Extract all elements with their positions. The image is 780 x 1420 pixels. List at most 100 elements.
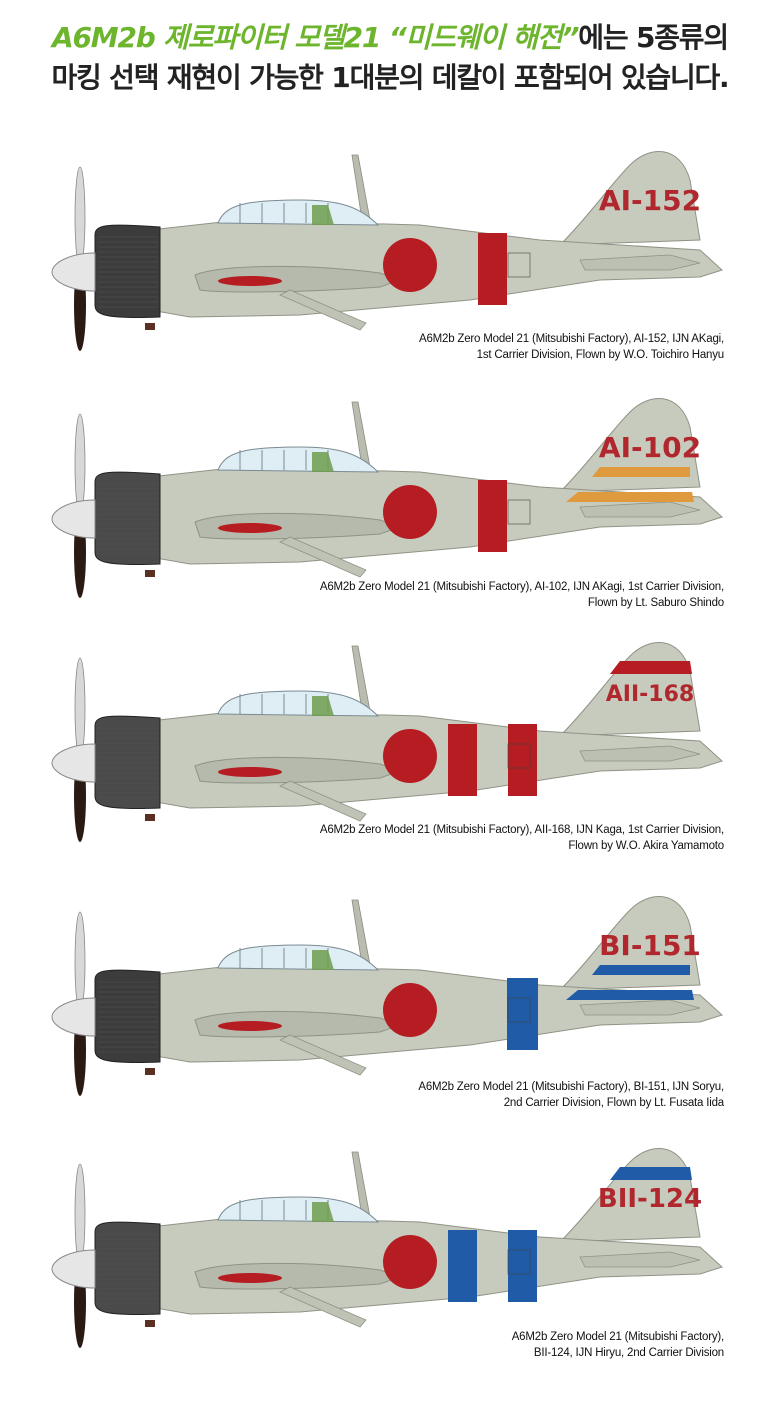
fin-band-upper xyxy=(592,965,690,975)
canopy-interior xyxy=(312,205,334,225)
zero-fighter-illustration: AII-168 xyxy=(51,642,723,842)
aircraft-body: AI-102 xyxy=(51,398,723,598)
horizontal-stabilizer xyxy=(579,501,701,518)
fuselage-stripe xyxy=(508,724,537,796)
tail-code: AI-152 xyxy=(599,184,701,217)
caption-line-1: A6M2b Zero Model 21 (Mitsubishi Factory)… xyxy=(319,581,724,593)
stencil-data xyxy=(507,997,531,1023)
fin-band-top xyxy=(610,1167,692,1180)
plane-profile-1: AI-152 A6M2b Zero Model 21 (Mitsubishi F… xyxy=(0,145,780,361)
plane-caption: A6M2b Zero Model 21 (Mitsubishi Factory)… xyxy=(418,1079,724,1111)
tail-code: BII-124 xyxy=(598,1184,702,1214)
engine-cowling xyxy=(94,715,161,809)
caption-line-1: A6M2b Zero Model 21 (Mitsubishi Factory)… xyxy=(418,333,724,345)
fin-band-top xyxy=(610,661,692,674)
horizontal-stabilizer xyxy=(579,745,701,762)
zero-fighter-illustration: BI-151 xyxy=(51,896,723,1096)
canopy xyxy=(217,944,380,971)
wing-hinomaru xyxy=(218,276,282,286)
tail-light xyxy=(145,1068,155,1075)
plane-caption: A6M2b Zero Model 21 (Mitsubishi Factory)… xyxy=(320,579,724,611)
caption-line-1: A6M2b Zero Model 21 (Mitsubishi Factory)… xyxy=(319,824,724,836)
tail-fin xyxy=(558,151,701,246)
horizontal-stabilizer xyxy=(579,1251,701,1268)
canopy xyxy=(217,1196,380,1223)
page-title: A6M2b 제로파이터 모델21 “미드웨이 해전”에는 5종류의 xyxy=(0,20,780,56)
landing-gear-cover xyxy=(279,1286,367,1328)
fin-band-lower xyxy=(566,990,694,1000)
zero-fighter-illustration: AI-102 xyxy=(51,398,723,598)
propeller-blade-top xyxy=(74,166,86,268)
wing-hinomaru xyxy=(218,1021,282,1031)
tail-code: AI-102 xyxy=(599,431,701,464)
aircraft-body: AI-152 xyxy=(51,151,723,351)
engine-cowling xyxy=(94,969,161,1063)
propeller-spinner xyxy=(51,997,96,1037)
engine-cowling xyxy=(94,471,161,565)
caption-line-1: A6M2b Zero Model 21 (Mitsubishi Factory)… xyxy=(511,1331,724,1343)
fuselage-hinomaru xyxy=(383,1235,437,1289)
aircraft-body: AII-168 xyxy=(51,642,723,842)
engine-cowling xyxy=(94,1221,161,1315)
fuselage-stripe xyxy=(508,1230,537,1302)
plane-profile-2: AI-102 A6M2b Zero Model 21 (Mitsubishi F… xyxy=(0,392,780,617)
canopy-interior xyxy=(312,1202,334,1222)
propeller-spinner xyxy=(51,252,96,292)
stencil-data xyxy=(507,743,531,769)
propeller-spinner xyxy=(51,1249,96,1289)
zero-fighter-illustration: AI-152 xyxy=(51,151,723,351)
title-highlight: A6M2b 제로파이터 모델21 “미드웨이 해전” xyxy=(52,21,579,54)
aircraft-body: BI-151 xyxy=(51,896,723,1096)
fuselage-hinomaru xyxy=(383,238,437,292)
landing-gear-cover xyxy=(279,536,367,578)
tail-light xyxy=(145,570,155,577)
fin-band-upper xyxy=(592,467,690,477)
tail-light xyxy=(145,1320,155,1327)
fuselage-stripe xyxy=(478,480,507,552)
fuselage-stripe xyxy=(448,724,477,796)
caption-line-2: 2nd Carrier Division, Flown by Lt. Fusat… xyxy=(503,1097,724,1109)
canopy-interior xyxy=(312,696,334,716)
landing-gear-cover xyxy=(279,1034,367,1076)
canopy-interior xyxy=(312,452,334,472)
canopy-interior xyxy=(312,950,334,970)
tail-light xyxy=(145,814,155,821)
plane-profile-3: AII-168 A6M2b Zero Model 21 (Mitsubishi … xyxy=(0,636,780,861)
canopy xyxy=(217,446,380,473)
plane-profile-5: BII-124 A6M2b Zero Model 21 (Mitsubishi … xyxy=(0,1142,780,1367)
plane-profile-4: BI-151 A6M2b Zero Model 21 (Mitsubishi F… xyxy=(0,890,780,1115)
tail-code: AII-168 xyxy=(606,682,694,707)
horizontal-stabilizer xyxy=(579,254,701,271)
propeller-spinner xyxy=(51,499,96,539)
canopy xyxy=(217,199,380,226)
engine-cowling xyxy=(94,224,161,318)
tail-light xyxy=(145,323,155,330)
plane-caption: A6M2b Zero Model 21 (Mitsubishi Factory)… xyxy=(320,822,724,854)
caption-line-2: Flown by Lt. Saburo Shindo xyxy=(587,597,724,609)
tail-code: BI-151 xyxy=(599,929,701,962)
fuselage-hinomaru xyxy=(383,983,437,1037)
wing-hinomaru xyxy=(218,1273,282,1283)
title-rest: 에는 5종류의 xyxy=(578,21,729,54)
stencil-data xyxy=(507,1249,531,1275)
plane-caption: A6M2b Zero Model 21 (Mitsubishi Factory)… xyxy=(419,331,724,363)
propeller-spinner xyxy=(51,743,96,783)
fin-band-lower xyxy=(566,492,694,502)
fuselage-hinomaru xyxy=(383,729,437,783)
stencil-data xyxy=(507,252,531,278)
stencil-data xyxy=(507,499,531,525)
horizontal-stabilizer xyxy=(579,999,701,1016)
wing-hinomaru xyxy=(218,523,282,533)
landing-gear-cover xyxy=(279,289,367,331)
propeller-blade-top xyxy=(74,413,86,515)
propeller-blade-top xyxy=(74,657,86,759)
aircraft-body: BII-124 xyxy=(51,1148,723,1348)
propeller-blade-top xyxy=(74,1163,86,1265)
caption-line-2: BII-124, IJN Hiryu, 2nd Carrier Division xyxy=(533,1347,724,1359)
canopy xyxy=(217,690,380,717)
fuselage-stripe xyxy=(478,233,507,305)
propeller-blade-top xyxy=(74,911,86,1013)
fuselage-hinomaru xyxy=(383,485,437,539)
caption-line-2: 1st Carrier Division, Flown by W.O. Toic… xyxy=(476,349,725,361)
fuselage-stripe xyxy=(448,1230,477,1302)
